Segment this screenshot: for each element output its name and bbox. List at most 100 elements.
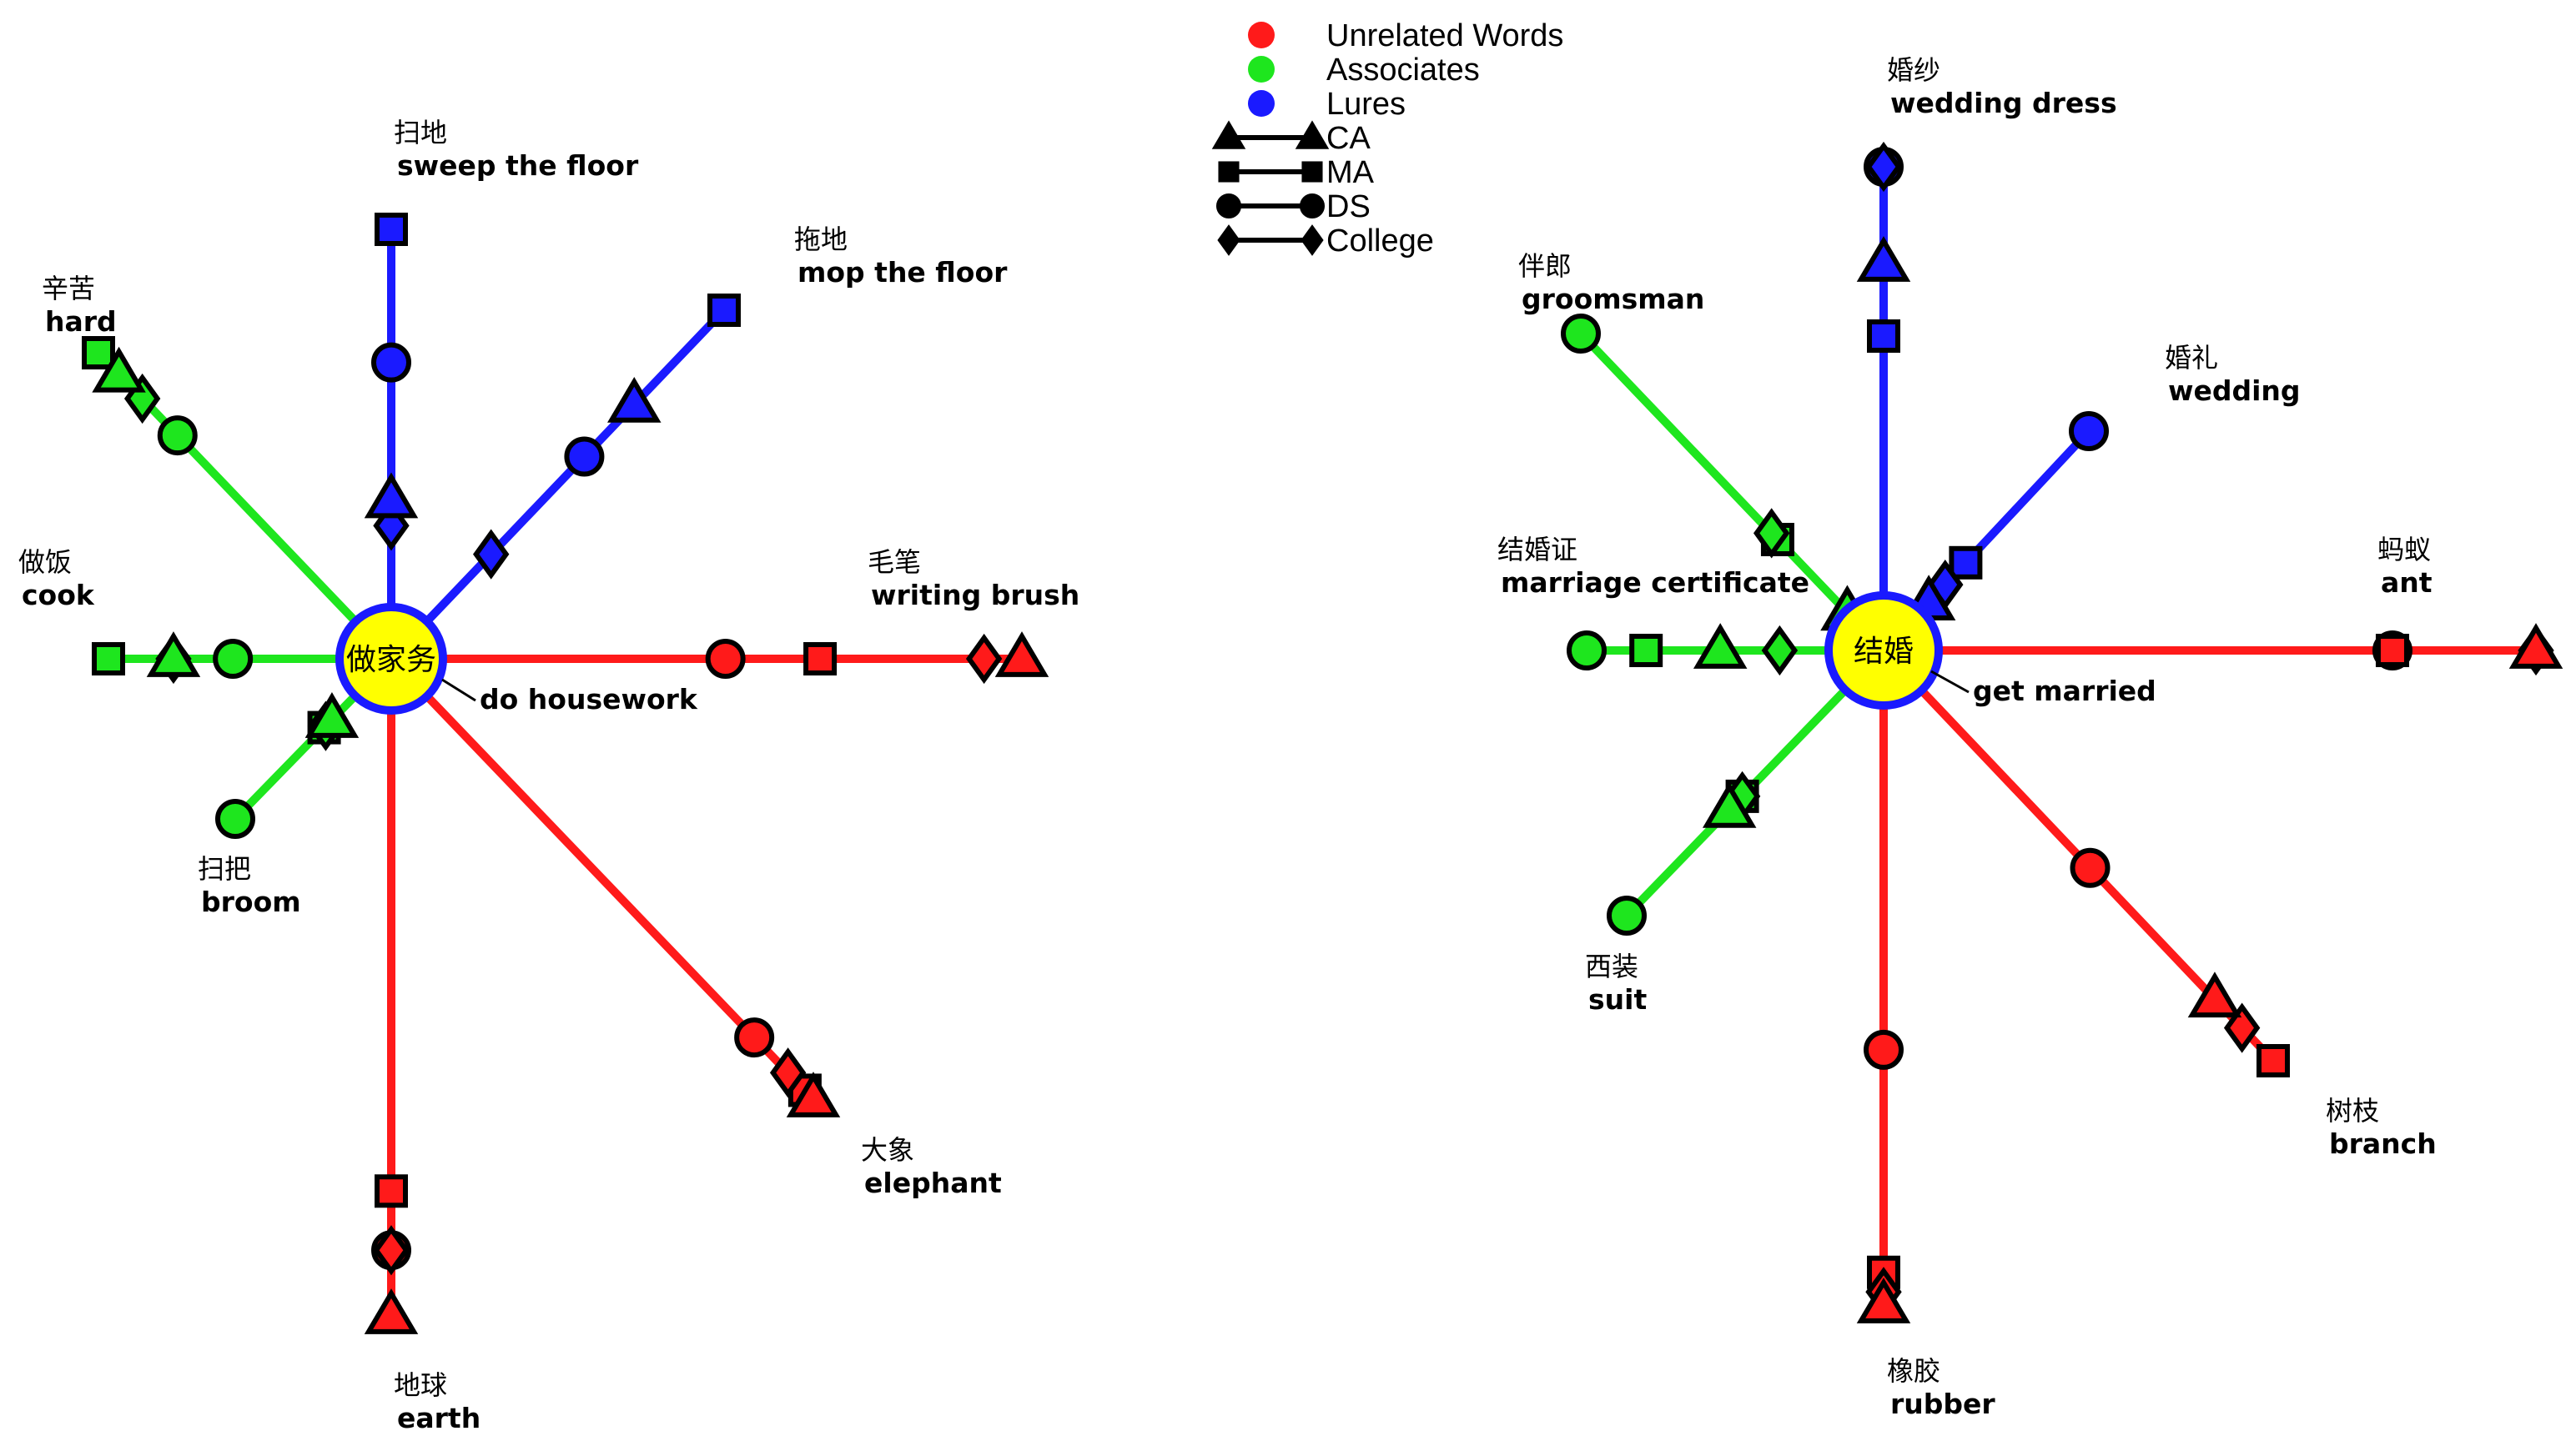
label-zh-suit: 西装 (1585, 951, 1638, 982)
legend-marker-left-college (1217, 224, 1240, 256)
label-en-cook: cook (22, 579, 95, 611)
marker-triangle-wedding-dress (1856, 236, 1911, 282)
center-label-zh: 结婚 (1854, 635, 1914, 669)
marker-diamond-wedding-dress (1865, 141, 1902, 193)
legend-marker-left-ma (1218, 161, 1240, 183)
label-zh-marriage-certificate: 结婚证 (1497, 534, 1577, 565)
center-label-zh: 做家务 (346, 643, 436, 677)
label-en-ant: ant (2381, 566, 2433, 599)
legend-dot-lures (1248, 90, 1275, 117)
spoke-markers-writing-brush (705, 631, 1049, 685)
spoke-markers-mop-the-floor (473, 294, 741, 580)
label-en-groomsman: groomsman (1522, 283, 1704, 315)
marker-triangle-cook (146, 631, 201, 677)
label-zh-mop-the-floor: 拖地 (794, 223, 848, 255)
spoke-markers-rubber (1856, 1029, 1911, 1323)
marker-diamond-earth (373, 1225, 410, 1276)
legend-marker-right-ca (1295, 120, 1330, 149)
spoke-markers-earth (364, 1174, 419, 1334)
marker-diamond-groomsman (1753, 508, 1790, 559)
marker-circle-suit (1607, 896, 1647, 936)
label-zh-cook: 做饭 (18, 546, 72, 578)
marker-triangle-hard (92, 346, 146, 393)
center-leader-line (441, 678, 476, 702)
marker-square-marriage-certificate (1629, 634, 1663, 667)
marker-triangle-broom (304, 692, 360, 738)
legend-dot-associates (1248, 56, 1275, 83)
marker-circle-cook (213, 639, 254, 679)
marker-square-writing-brush (803, 642, 838, 675)
marker-circle-marriage-certificate (1567, 630, 1607, 670)
legend-marker-right-ds (1299, 193, 1326, 219)
legend-dot-unrelated-words (1248, 22, 1275, 48)
center-label-en: get married (1973, 675, 2156, 707)
label-zh-writing-brush: 毛笔 (868, 546, 921, 578)
marker-square-cook (92, 642, 125, 675)
legend-marker-right-college (1301, 224, 1324, 256)
label-en-wedding-dress: wedding dress (1890, 87, 2117, 119)
marker-square-wedding (1949, 545, 1983, 580)
marker-diamond-writing-brush (965, 633, 1003, 685)
center-node-do-housework (335, 603, 447, 715)
marker-triangle-writing-brush (994, 631, 1049, 677)
marker-square-branch (2257, 1044, 2290, 1077)
spoke-markers-suit (1607, 771, 1761, 936)
marker-circle-writing-brush (705, 639, 746, 679)
spoke-markers-broom (215, 692, 360, 839)
spoke-markers-cook (92, 631, 254, 685)
center-leader-line (1930, 670, 1970, 694)
marker-square-sweep-the-floor (375, 213, 408, 246)
label-en-writing-brush: writing brush (871, 579, 1079, 611)
center-node-get-married (1824, 591, 1943, 710)
label-en-sweep-the-floor: sweep the floor (397, 149, 639, 182)
marker-circle-rubber (1864, 1029, 1904, 1070)
label-zh-sweep-the-floor: 扫地 (394, 117, 447, 148)
marker-diamond-elephant (769, 1047, 807, 1098)
label-en-rubber: rubber (1890, 1388, 1995, 1420)
marker-diamond-mop-the-floor (473, 529, 510, 580)
marker-diamond-branch (2223, 1002, 2261, 1053)
label-en-suit: suit (1588, 983, 1647, 1016)
center-label-en: do housework (480, 683, 698, 715)
spoke-line-mop-the-floor (388, 307, 727, 662)
label-zh-wedding-dress: 婚纱 (1887, 54, 1940, 86)
legend-label-ca: CA (1326, 121, 1371, 156)
marker-circle-mop-the-floor (564, 436, 605, 477)
spoke-line-groomsman (1577, 330, 1887, 654)
spoke-markers-branch (2070, 847, 2290, 1077)
marker-circle-elephant (734, 1017, 775, 1058)
label-zh-branch: 树枝 (2326, 1095, 2379, 1127)
spoke-markers-wedding-dress (1856, 141, 1911, 353)
label-en-wedding: wedding (2168, 374, 2301, 407)
label-en-marriage-certificate: marriage certificate (1501, 566, 1809, 599)
marker-square-ant (2375, 634, 2409, 667)
marker-triangle-ant (2508, 623, 2563, 669)
spoke-markers-ant (2372, 623, 2563, 676)
label-zh-ant: 蚂蚁 (2377, 534, 2431, 565)
legend-label-ma: MA (1326, 155, 1375, 190)
marker-square-hard (82, 336, 115, 369)
marker-circle-hard (157, 415, 198, 456)
marker-triangle-earth (364, 1288, 419, 1334)
label-zh-broom: 扫把 (198, 853, 251, 885)
spoke-markers-marriage-certificate (1567, 623, 1799, 676)
marker-triangle-mop-the-floor (607, 376, 662, 423)
spoke-markers-elephant (734, 1017, 841, 1117)
spoke-markers-hard (82, 336, 198, 456)
legend-label-associates: Associates (1326, 53, 1480, 88)
label-zh-rubber: 橡胶 (1887, 1355, 1940, 1387)
marker-circle-groomsman (1561, 314, 1601, 354)
marker-square-earth (375, 1174, 408, 1208)
legend-label-ds: DS (1326, 189, 1371, 224)
legend-label-lures: Lures (1326, 87, 1406, 122)
label-zh-hard: 辛苦 (42, 273, 95, 304)
label-en-mop-the-floor: mop the floor (797, 256, 1008, 289)
marker-triangle-rubber (1856, 1278, 1911, 1323)
legend-label-college: College (1326, 223, 1434, 259)
marker-triangle-marriage-certificate (1693, 623, 1748, 669)
legend-marker-right-ma (1301, 161, 1323, 183)
